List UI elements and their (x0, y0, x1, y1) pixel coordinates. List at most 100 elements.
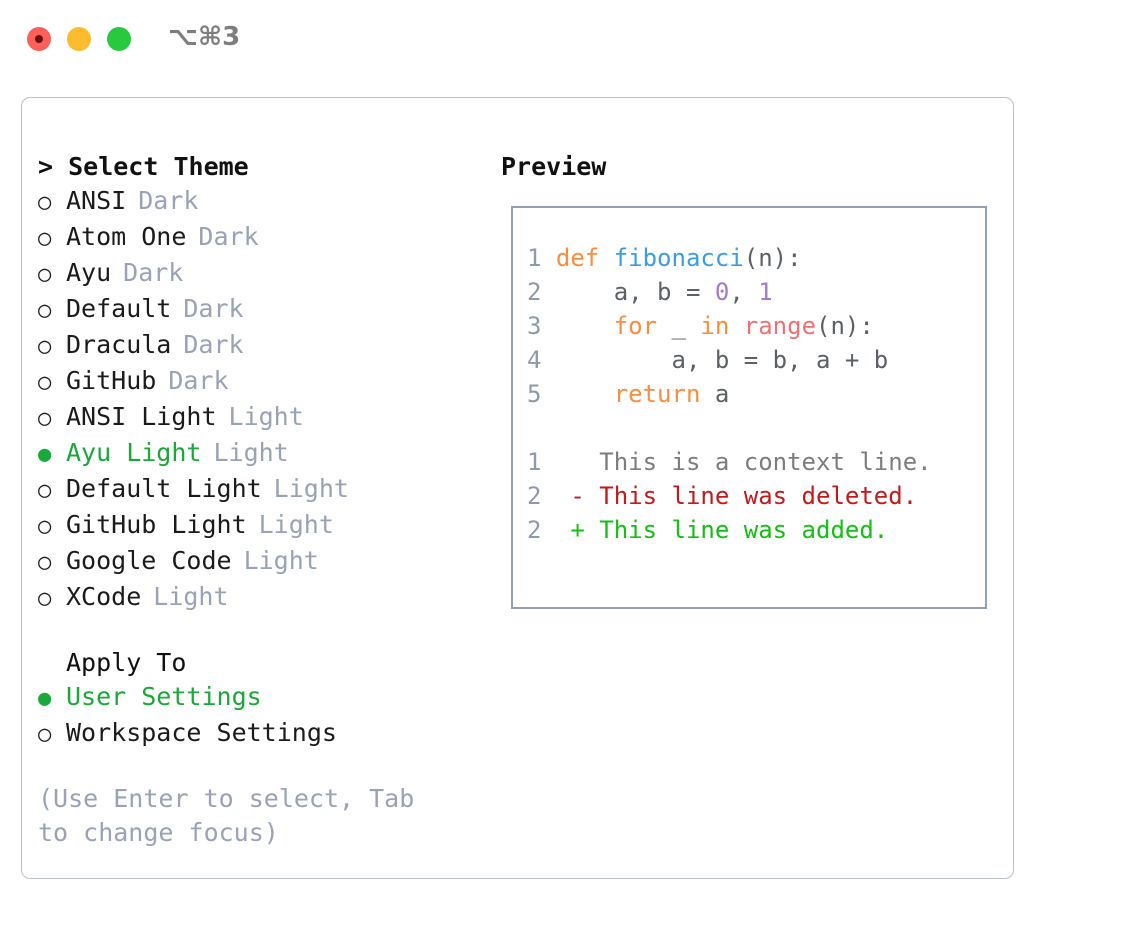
theme-option-category: Dark (183, 294, 244, 323)
theme-option-category: Light (258, 510, 334, 539)
window-titlebar: ⌥⌘3 (0, 0, 1140, 78)
code-token-plain: , (729, 278, 759, 306)
code-line: 2 a, b = 0, 1 (527, 275, 985, 309)
window-title: ⌥⌘3 (168, 22, 241, 52)
code-line-number: 2 (527, 278, 542, 306)
theme-option-category: Light (213, 438, 289, 467)
diff-line-text: This line was added. (599, 516, 889, 544)
code-token-plain (729, 312, 743, 340)
code-line-number: 3 (527, 312, 542, 340)
theme-option-label: ANSI (66, 186, 127, 215)
theme-option-default[interactable]: ○ Default Dark (38, 292, 493, 328)
recording-indicator-icon (35, 35, 43, 43)
theme-option-category: Dark (123, 258, 184, 287)
radio-unselected-icon: ○ (38, 478, 52, 503)
theme-option-category: Dark (183, 330, 244, 359)
code-gutter-space (541, 312, 555, 340)
code-gutter-space (541, 346, 555, 374)
close-button[interactable] (27, 27, 51, 51)
code-token-plain: (n): (743, 244, 802, 272)
apply-to-option-workspace-settings[interactable]: ○Workspace Settings (38, 716, 493, 752)
code-token-number: 0 (714, 278, 730, 306)
theme-option-label: Google Code (66, 546, 232, 575)
theme-option-xcode[interactable]: ○ XCode Light (38, 580, 493, 616)
radio-unselected-icon: ○ (38, 262, 52, 287)
code-line: 5 return a (527, 377, 985, 411)
theme-option-category: Light (153, 582, 229, 611)
diff-line-number: 2 (527, 516, 542, 544)
code-line-number: 5 (527, 380, 542, 408)
theme-option-dracula[interactable]: ○ Dracula Dark (38, 328, 493, 364)
apply-to-option-label: User Settings (66, 682, 262, 711)
code-token-keyword: def (555, 244, 614, 272)
theme-option-label: ANSI Light (66, 402, 217, 431)
diff-line-number: 2 (527, 482, 542, 510)
theme-option-label: Default (66, 294, 172, 323)
diff-gutter-space (541, 448, 570, 476)
theme-option-category: Dark (138, 186, 199, 215)
diff-prefix-space (585, 448, 599, 476)
radio-unselected-icon: ○ (38, 586, 52, 611)
code-line-number: 1 (527, 244, 542, 272)
radio-unselected-icon: ○ (38, 298, 52, 323)
theme-option-default-light[interactable]: ○ Default Light Light (38, 472, 493, 508)
theme-option-category: Light (243, 546, 319, 575)
code-gutter-space (541, 244, 555, 272)
theme-option-ansi[interactable]: ○ ANSI Dark (38, 184, 493, 220)
code-token-plain: a, b = b, a + b (555, 346, 889, 374)
diff-sample: 1 This is a context line.2 - This line w… (527, 445, 985, 547)
radio-unselected-icon: ○ (38, 334, 52, 359)
diff-line-added: 2 + This line was added. (527, 513, 985, 547)
code-token-keyword: in (700, 312, 730, 340)
theme-option-label: Default Light (66, 474, 262, 503)
radio-unselected-icon: ○ (38, 514, 52, 539)
code-line: 4 a, b = b, a + b (527, 343, 985, 377)
code-token-number: 1 (758, 278, 773, 306)
code-token-plain (556, 380, 614, 408)
zoom-button[interactable] (107, 27, 131, 51)
code-token-plain (556, 312, 614, 340)
theme-option-label: XCode (66, 582, 142, 611)
code-token-keyword: return (613, 380, 701, 408)
diff-prefix: + (570, 516, 585, 544)
diff-line-number: 1 (527, 448, 542, 476)
theme-option-category: Light (273, 474, 349, 503)
code-token-function: fibonacci (613, 244, 744, 272)
keyboard-hint-text: (Use Enter to select, Tab to change focu… (38, 784, 430, 847)
code-token-keyword: for (613, 312, 658, 340)
code-line-number: 4 (527, 346, 542, 374)
apply-to-option-user-settings[interactable]: ● User Settings (38, 680, 493, 716)
code-gutter-space (541, 278, 555, 306)
diff-gutter-space (541, 482, 570, 510)
apply-to-option-label: Workspace Settings (66, 718, 337, 747)
theme-option-label: Ayu Light (66, 438, 202, 467)
theme-option-label: Atom One (66, 222, 187, 251)
theme-option-label: GitHub (66, 366, 157, 395)
radio-unselected-icon: ○ (38, 406, 52, 431)
theme-picker-heading: > Select Theme (38, 152, 249, 181)
diff-line-text: This line was deleted. (599, 482, 918, 510)
diff-prefix-space (585, 482, 599, 510)
theme-option-google-code[interactable]: ○ Google Code Light (38, 544, 493, 580)
apply-to-heading: Apply To (66, 648, 187, 677)
minimize-button[interactable] (67, 27, 91, 51)
apply-to-option-list: ● User Settings ○Workspace Settings (38, 680, 493, 752)
radio-selected-icon: ● (38, 686, 52, 711)
code-line: 3 for _ in range(n): (527, 309, 985, 343)
radio-unselected-icon: ○ (38, 550, 52, 575)
diff-prefix-space (585, 516, 599, 544)
radio-unselected-icon: ○ (38, 190, 52, 215)
theme-option-label: Dracula (66, 330, 172, 359)
